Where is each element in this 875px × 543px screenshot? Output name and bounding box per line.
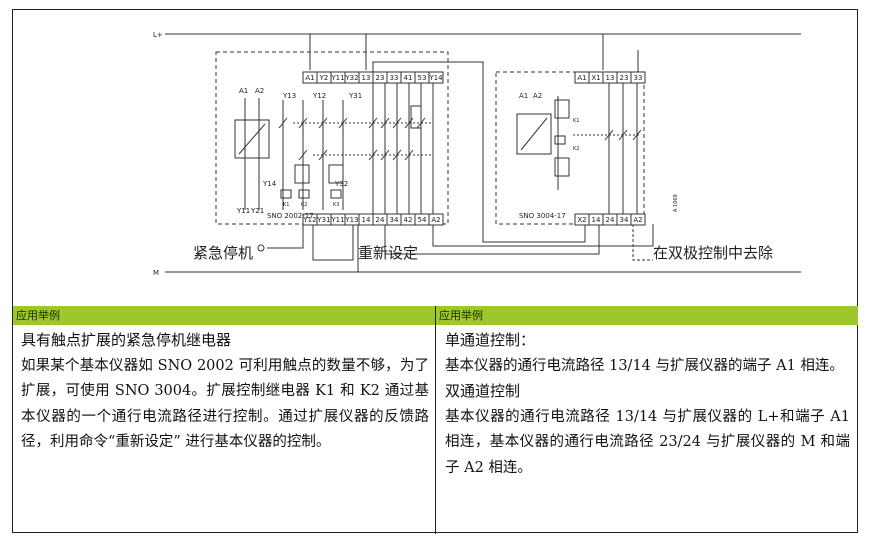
section-bar-right: 应用举例 [436, 306, 858, 325]
label-emergency-stop: 紧急停机 [193, 244, 253, 262]
base-top-terminal-label: Y2 [319, 74, 329, 82]
extension-device-bottom-terminals: X2 14 24 34 A2 [574, 213, 646, 226]
base-model-label: SNO 2002-17 [267, 212, 314, 220]
base-bottom-terminal-label: Y31 [316, 216, 330, 224]
extension-device-top-terminals: A1 X1 13 23 33 [574, 71, 646, 84]
base-bottom-terminal-label: Y12 [302, 216, 316, 224]
base-label-y31: Y31 [348, 92, 362, 100]
ext-bottom-terminal-box [630, 213, 646, 226]
base-top-terminal-label: Y11 [330, 74, 344, 82]
ext-label-a2: A2 [533, 92, 542, 100]
ext-top-terminal-label: 33 [634, 74, 643, 82]
side-code: A 1069 [673, 194, 679, 212]
base-label-y21: Y21 [250, 207, 264, 215]
label-reset: 重新设定 [358, 244, 418, 262]
right-column: 单通道控制： 基本仪器的通行电流路径 13/14 与扩展仪器的端子 A1 相连。… [445, 328, 850, 481]
ext-bottom-terminal-label: 24 [606, 216, 615, 224]
rail-l-plus: L+ [153, 31, 163, 39]
base-top-terminal-label: Y14 [428, 74, 443, 82]
base-bottom-terminal-label: 14 [362, 216, 371, 224]
ext-label-k2: K2 [573, 146, 579, 152]
column-divider [435, 306, 436, 534]
base-bottom-terminal-box [428, 213, 444, 226]
base-bottom-terminal-label: 54 [418, 216, 427, 224]
single-channel-heading: 单通道控制： [445, 331, 536, 349]
base-bottom-terminal-label: Y11 [330, 216, 344, 224]
dual-channel-heading: 双通道控制 [445, 382, 521, 400]
left-column: 具有触点扩展的紧急停机继电器 如果某个基本仪器如 SNO 2002 可利用触点的… [21, 328, 429, 456]
ext-label-k1: K1 [573, 118, 579, 124]
base-label-k2: K2 [301, 202, 307, 208]
ext-bottom-terminal-label: 14 [592, 216, 601, 224]
dual-channel-body: 基本仪器的通行电流路径 13/14 与扩展仪器的 L+和端子 A1 相连，基本仪… [445, 408, 850, 476]
base-label-k3: K3 [333, 202, 339, 208]
base-label-y11: Y11 [236, 207, 250, 215]
ext-bottom-terminal-label: 34 [620, 216, 629, 224]
base-top-terminal-label: 33 [390, 74, 399, 82]
base-bottom-terminal-label: 34 [390, 216, 399, 224]
base-label-y32: Y32 [334, 180, 348, 188]
base-label-y14: Y14 [262, 180, 277, 188]
base-label-a1: A1 [239, 87, 248, 95]
base-top-terminal-box [428, 71, 444, 84]
ext-top-terminal-label: A1 [577, 74, 586, 82]
base-bottom-terminal-label: 24 [376, 216, 385, 224]
base-label-k1: K1 [283, 202, 289, 208]
base-bottom-terminal-label: 42 [404, 216, 413, 224]
ext-top-terminal-box [630, 71, 646, 84]
ext-label-a1: A1 [519, 92, 528, 100]
single-channel-body: 基本仪器的通行电流路径 13/14 与扩展仪器的端子 A1 相连。 [445, 357, 844, 374]
base-bottom-terminal-label: A2 [431, 216, 440, 224]
ext-top-terminal-label: 13 [606, 74, 615, 82]
base-top-terminal-label: 13 [362, 74, 371, 82]
ext-top-terminal-label: 23 [620, 74, 629, 82]
section-bar-left: 应用举例 [13, 306, 435, 325]
base-top-terminal-label: 23 [376, 74, 385, 82]
base-top-terminal-label: 53 [418, 74, 427, 82]
base-label-y12: Y12 [312, 92, 326, 100]
base-label-a2: A2 [255, 87, 264, 95]
left-body: 如果某个基本仪器如 SNO 2002 可利用触点的数量不够，为了扩展，可使用 S… [21, 357, 429, 451]
base-top-terminal-label: 41 [404, 74, 413, 82]
rail-m: M [153, 269, 159, 277]
base-bottom-terminal-label: Y13 [344, 216, 358, 224]
ext-model-label: SNO 3004-17 [519, 212, 566, 220]
label-remove-in-dual-channel: 在双极控制中去除 [653, 244, 773, 262]
base-label-y13: Y13 [282, 92, 296, 100]
left-title: 具有触点扩展的紧急停机继电器 [21, 331, 232, 349]
ext-bottom-terminal-label: X2 [577, 216, 586, 224]
base-top-terminal-label: A1 [305, 74, 314, 82]
ext-top-terminal-label: X1 [591, 74, 600, 82]
ext-bottom-terminal-label: A2 [633, 216, 642, 224]
base-top-terminal-label: Y32 [344, 74, 358, 82]
